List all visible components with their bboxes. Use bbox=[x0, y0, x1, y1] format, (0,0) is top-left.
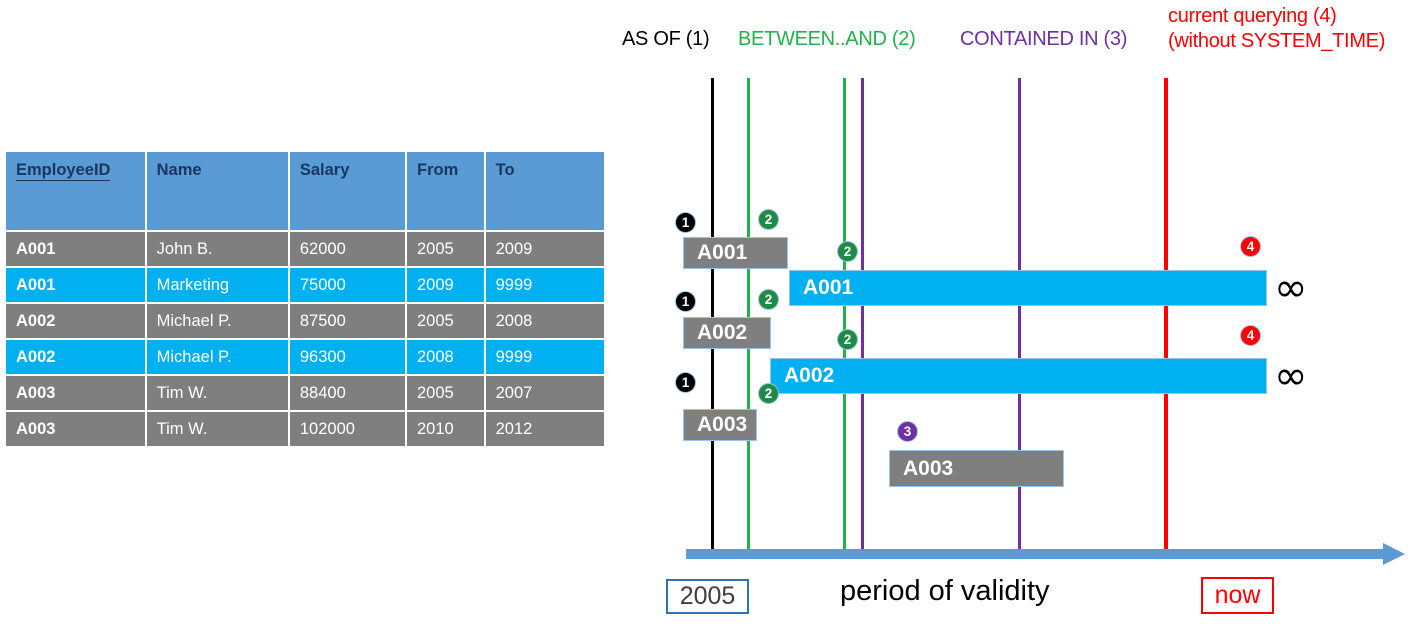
legend-between-and: BETWEEN..AND (2) bbox=[738, 28, 916, 50]
timeline-axis-arrow-icon bbox=[1383, 543, 1405, 565]
column-header-name-label: Name bbox=[156, 161, 202, 179]
cell-from: 2009 bbox=[407, 268, 484, 302]
timeline-bar-label: A003 bbox=[903, 456, 954, 480]
cell-salary: 88400 bbox=[289, 376, 405, 410]
cell-name: Tim W. bbox=[146, 376, 288, 410]
table-row[interactable]: A003 Tim W. 102000 2010 2012 bbox=[6, 412, 604, 446]
cell-employeeid: A001 bbox=[6, 268, 145, 302]
column-header-employeeid-label: EmployeeID bbox=[16, 161, 111, 181]
cell-salary: 75000 bbox=[289, 268, 405, 302]
cell-from: 2008 bbox=[407, 340, 484, 374]
timeline-bar-label: A003 bbox=[697, 413, 748, 436]
employee-history-table: EmployeeID Name Salary From To A001 John… bbox=[4, 150, 606, 448]
timeline-bar-label: A002 bbox=[784, 364, 835, 387]
column-header-from[interactable]: From bbox=[407, 152, 484, 230]
legend-contained-in: CONTAINED IN (3) bbox=[960, 28, 1128, 50]
badge-2-a003[interactable]: 2 bbox=[758, 383, 779, 404]
cell-salary: 87500 bbox=[289, 304, 405, 338]
cell-to: 2009 bbox=[485, 232, 604, 266]
table-row[interactable]: A001 Marketing 75000 2009 9999 bbox=[6, 268, 604, 302]
table-row[interactable]: A002 Michael P. 96300 2008 9999 bbox=[6, 340, 604, 374]
cell-salary: 62000 bbox=[289, 232, 405, 266]
table-header-row: EmployeeID Name Salary From To bbox=[6, 152, 604, 230]
cell-from: 2005 bbox=[407, 376, 484, 410]
legend-current-querying-line1: current querying (4) bbox=[1168, 5, 1337, 27]
column-header-to-label: To bbox=[495, 161, 515, 179]
cell-employeeid: A003 bbox=[6, 412, 145, 446]
cell-from: 2010 bbox=[407, 412, 484, 446]
legend-current-querying: current querying (4) (without SYSTEM_TIM… bbox=[1168, 4, 1385, 54]
cell-to: 2008 bbox=[485, 304, 604, 338]
column-header-from-label: From bbox=[417, 161, 459, 179]
badge-2-a001-end[interactable]: 2 bbox=[837, 241, 858, 262]
cell-employeeid: A002 bbox=[6, 340, 145, 374]
cell-from: 2005 bbox=[407, 304, 484, 338]
cell-name: Marketing bbox=[146, 268, 288, 302]
timeline-bar-a002-current[interactable]: A002 bbox=[770, 358, 1267, 394]
badge-1-a003[interactable]: 1 bbox=[675, 372, 696, 393]
cell-to: 9999 bbox=[485, 340, 604, 374]
cell-employeeid: A002 bbox=[6, 304, 145, 338]
table-row[interactable]: A003 Tim W. 88400 2005 2007 bbox=[6, 376, 604, 410]
badge-4-a001[interactable]: 4 bbox=[1240, 236, 1261, 257]
badge-1-a001[interactable]: 1 bbox=[675, 212, 696, 233]
badge-4-a002[interactable]: 4 bbox=[1240, 325, 1261, 346]
column-header-employeeid[interactable]: EmployeeID bbox=[6, 152, 145, 230]
table-header: EmployeeID Name Salary From To bbox=[6, 152, 604, 230]
column-header-name[interactable]: Name bbox=[146, 152, 288, 230]
badge-2-a002-start[interactable]: 2 bbox=[758, 289, 779, 310]
cell-to: 2007 bbox=[485, 376, 604, 410]
cell-name: John B. bbox=[146, 232, 288, 266]
cell-employeeid: A001 bbox=[6, 232, 145, 266]
infinity-symbol-a002: ∞ bbox=[1274, 353, 1308, 399]
axis-start-label: 2005 bbox=[666, 579, 749, 614]
query-line-between-end bbox=[843, 78, 846, 558]
cell-name: Michael P. bbox=[146, 340, 288, 374]
badge-1-a002[interactable]: 1 bbox=[675, 291, 696, 312]
timeline-bar-a001-historic[interactable]: A001 bbox=[683, 237, 788, 269]
timeline-bar-a002-historic[interactable]: A002 bbox=[683, 317, 771, 349]
query-line-now bbox=[1164, 78, 1168, 558]
badge-2-a001-start[interactable]: 2 bbox=[758, 209, 779, 230]
axis-title: period of validity bbox=[840, 575, 1050, 607]
column-header-salary[interactable]: Salary bbox=[289, 152, 405, 230]
timeline-bar-a003-historic[interactable]: A003 bbox=[683, 409, 757, 441]
legend-as-of: AS OF (1) bbox=[622, 28, 710, 50]
query-line-contained-start bbox=[861, 78, 864, 558]
column-header-salary-label: Salary bbox=[299, 161, 350, 179]
cell-to: 9999 bbox=[485, 268, 604, 302]
table-body: A001 John B. 62000 2005 2009 A001 Market… bbox=[6, 232, 604, 446]
table-row[interactable]: A002 Michael P. 87500 2005 2008 bbox=[6, 304, 604, 338]
timeline-bar-a003-second[interactable]: A003 bbox=[889, 450, 1064, 487]
badge-2-a002-end[interactable]: 2 bbox=[837, 329, 858, 350]
query-line-contained-end bbox=[1018, 78, 1021, 558]
legend-current-querying-line2: (without SYSTEM_TIME) bbox=[1168, 30, 1386, 52]
timeline-bar-a001-current[interactable]: A001 bbox=[789, 270, 1267, 306]
cell-salary: 102000 bbox=[289, 412, 405, 446]
timeline-bar-label: A001 bbox=[803, 276, 854, 299]
cell-name: Tim W. bbox=[146, 412, 288, 446]
cell-salary: 96300 bbox=[289, 340, 405, 374]
cell-to: 2012 bbox=[485, 412, 604, 446]
axis-now-label: now bbox=[1201, 577, 1274, 614]
timeline-axis bbox=[686, 549, 1386, 559]
infinity-symbol-a001: ∞ bbox=[1274, 265, 1308, 311]
timeline-bar-label: A002 bbox=[697, 321, 748, 344]
table-row[interactable]: A001 John B. 62000 2005 2009 bbox=[6, 232, 604, 266]
column-header-to[interactable]: To bbox=[485, 152, 604, 230]
cell-name: Michael P. bbox=[146, 304, 288, 338]
badge-3-a003[interactable]: 3 bbox=[897, 421, 918, 442]
cell-from: 2005 bbox=[407, 232, 484, 266]
cell-employeeid: A003 bbox=[6, 376, 145, 410]
timeline-bar-label: A001 bbox=[697, 241, 748, 264]
